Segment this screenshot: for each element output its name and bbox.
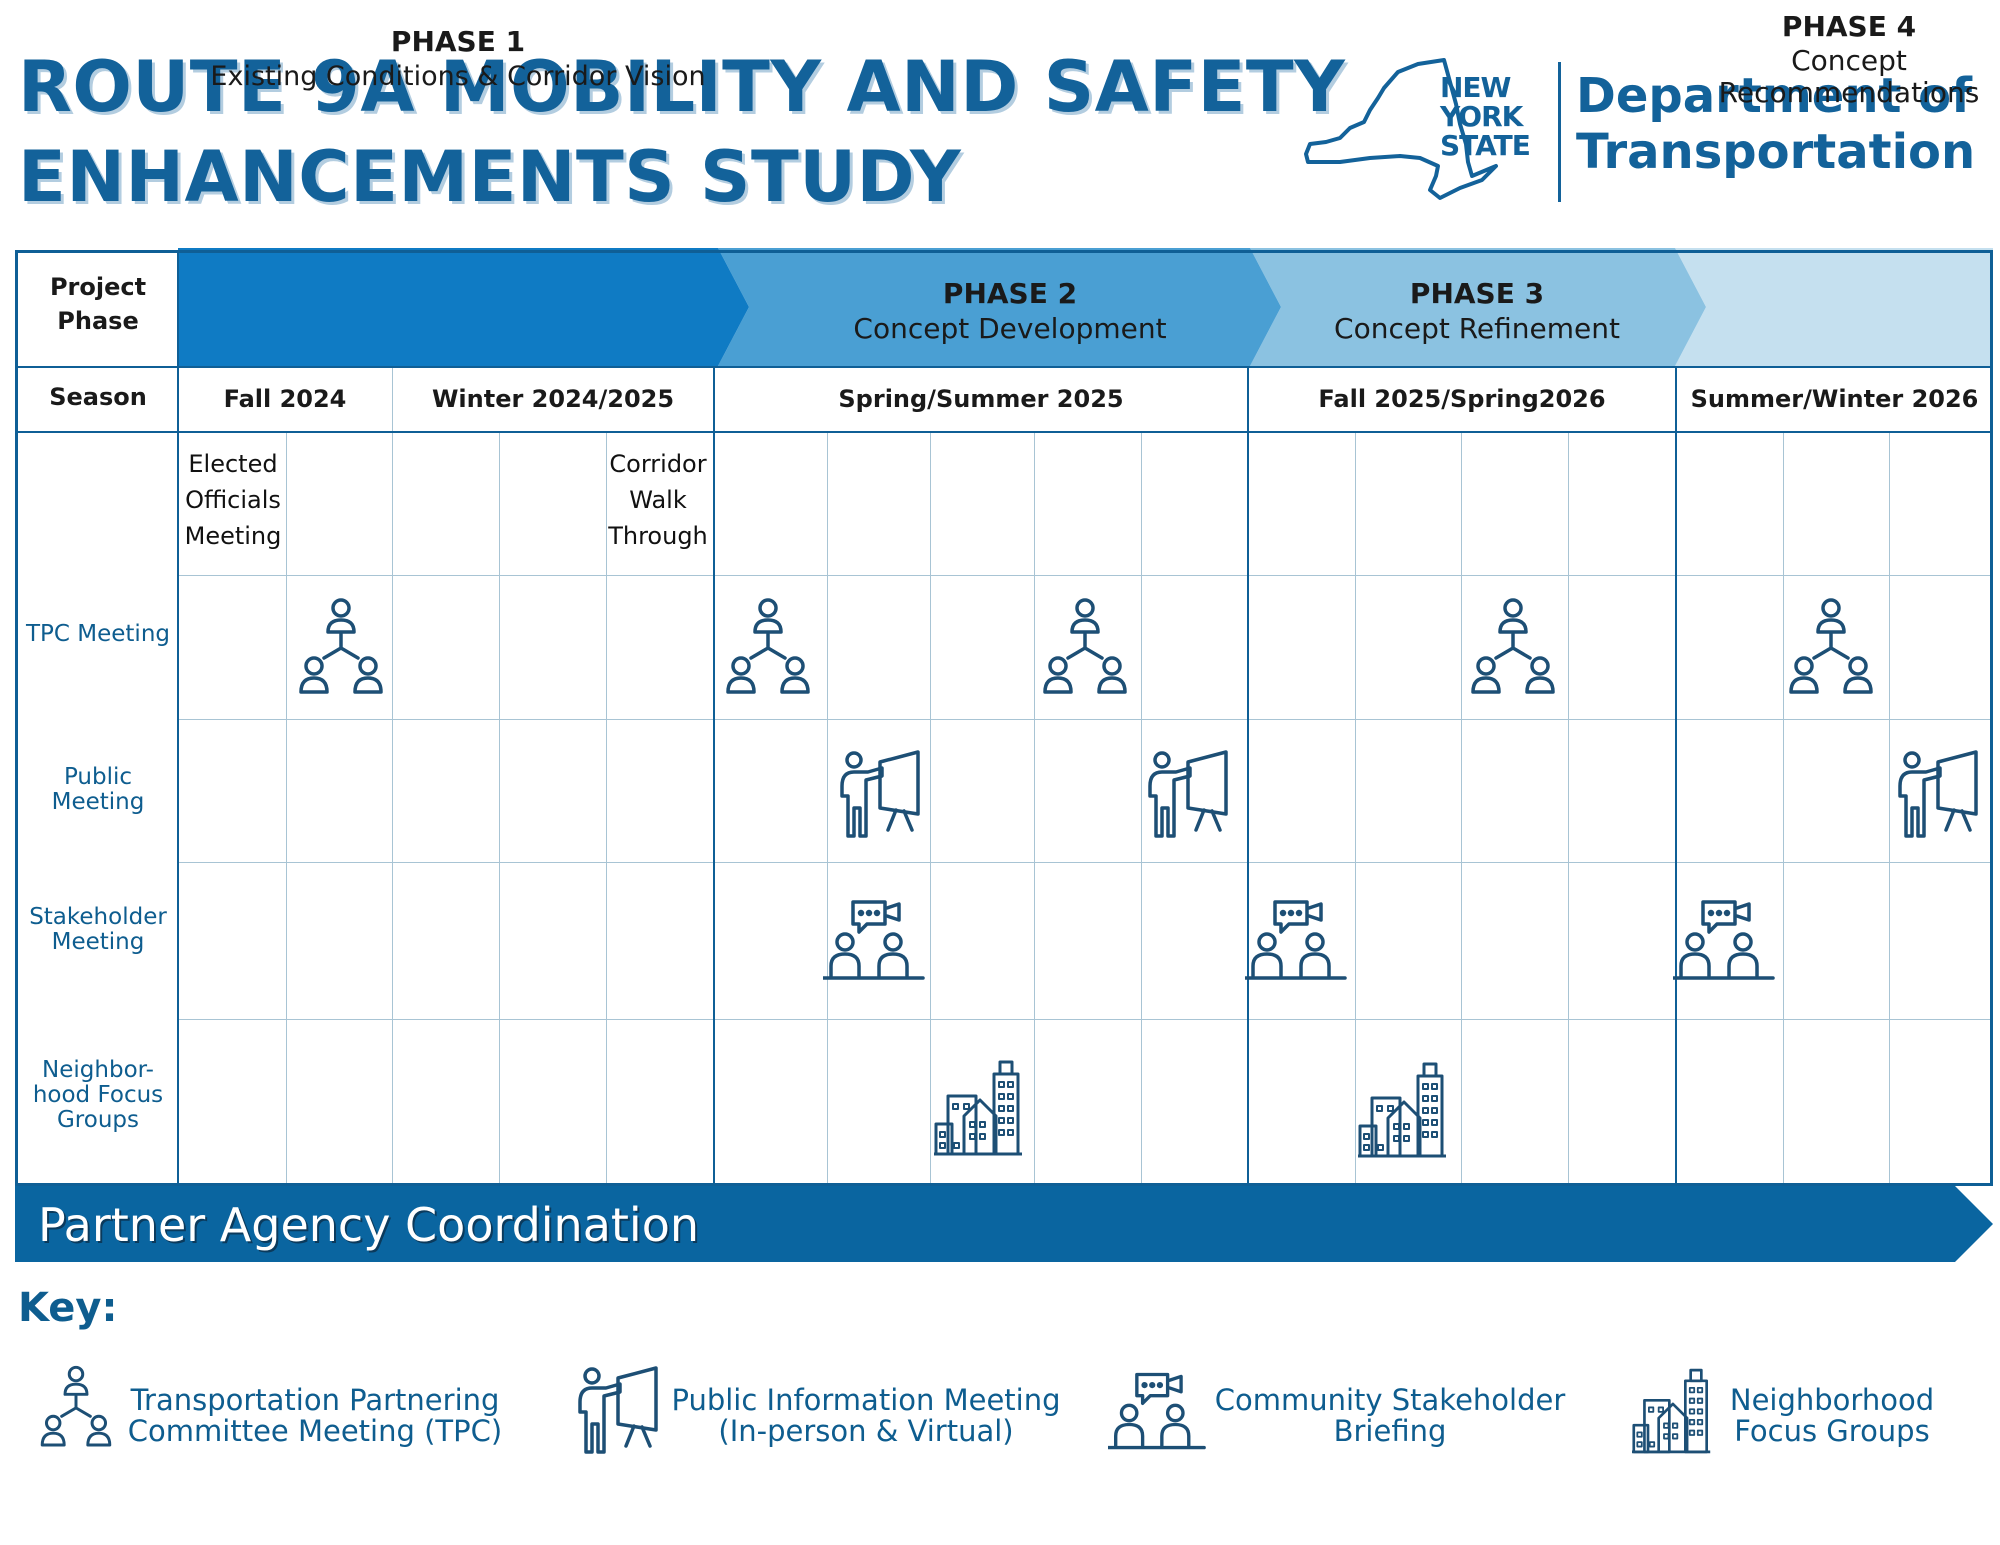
key-tpc-icon	[38, 1362, 114, 1462]
key-stakeholder-label: Community Stakeholder Briefing	[1210, 1385, 1570, 1447]
tpc-meeting-icon	[1786, 598, 1876, 696]
department-name: Department of Transportation	[1576, 68, 1975, 180]
key-stakeholder-line-2: Briefing	[1333, 1414, 1447, 1448]
key-stakeholder-icon	[1108, 1372, 1208, 1472]
phase-1-name: PHASE 1	[390, 25, 526, 58]
season-winter-2024-2025: Winter 2024/2025	[431, 385, 675, 413]
project-phase-label: Project Phase	[49, 273, 147, 335]
public-meeting-icon	[840, 750, 920, 838]
key-neighborhood-label: Neighborhood Focus Groups	[1712, 1385, 1952, 1447]
phase-2-band	[718, 248, 1281, 366]
dept-line-2: Transportation	[1576, 124, 1976, 180]
phase-3-desc: Concept Refinement	[1334, 312, 1620, 345]
note-elected-officials-meeting: Elected Officials Meeting	[184, 450, 282, 550]
nys-line-2: YORK	[1440, 100, 1523, 133]
key-tpc-line-2: Committee Meeting (TPC)	[127, 1414, 503, 1448]
row-label-tpc: TPC Meeting	[25, 621, 171, 647]
banner-label: Partner Agency Coordination	[38, 1198, 700, 1252]
public-meeting-icon	[1148, 750, 1228, 838]
season-fall-2024: Fall 2024	[223, 385, 347, 413]
key-neighborhood-icon	[1632, 1366, 1712, 1466]
key-title: Key:	[18, 1285, 118, 1331]
key-public-label: Public Information Meeting (In-person & …	[666, 1385, 1066, 1447]
key-neighborhood-line-2: Focus Groups	[1734, 1414, 1930, 1448]
phase-3-name: PHASE 3	[1409, 277, 1545, 310]
note-corridor-walk-through: Corridor Walk Through	[608, 450, 708, 550]
new-york-state-map-icon	[1304, 58, 1498, 200]
neighborhood-buildings-icon	[934, 1058, 1024, 1158]
partner-agency-banner	[15, 1186, 1993, 1262]
tpc-meeting-icon	[1468, 598, 1558, 696]
phase-2-header: PHASE 2 Concept Development	[760, 252, 1260, 370]
key-public-line-2: (In-person & Virtual)	[718, 1414, 1014, 1448]
key-public-line-1: Public Information Meeting	[671, 1383, 1061, 1417]
season-summer-winter-2026: Summer/Winter 2026	[1690, 385, 1979, 413]
tpc-meeting-icon	[296, 598, 386, 696]
phase-3-band	[1250, 248, 1706, 366]
nys-line-1: NEW	[1440, 71, 1511, 104]
phase-bands	[178, 248, 1993, 366]
stakeholder-briefing-icon	[1245, 900, 1349, 982]
row-label-public: Public Meeting	[51, 764, 145, 815]
new-york-state-text: NEW YORK STATE	[1440, 71, 1531, 162]
phase-3-header: PHASE 3 Concept Refinement	[1282, 252, 1672, 370]
phase-1-header: PHASE 1 Existing Conditions & Corridor V…	[178, 0, 738, 118]
title-line-2: ENHANCEMENTS STUDY	[18, 136, 962, 218]
season-spring-summer-2025: Spring/Summer 2025	[838, 385, 1124, 413]
phase-1-band	[178, 248, 749, 366]
schedule-table	[15, 250, 1993, 1186]
phase-4-band	[1675, 248, 1993, 366]
nysdot-logo: NEW YORK STATE Department of Transportat…	[1300, 58, 1980, 208]
phase-2-desc: Concept Development	[853, 312, 1167, 345]
tpc-meeting-icon	[723, 598, 813, 696]
stakeholder-briefing-icon	[1673, 900, 1777, 982]
row-label-neighborhood: Neighbor- hood Focus Groups	[32, 1057, 164, 1133]
stakeholder-briefing-icon	[823, 900, 927, 982]
season-fall-2025-spring-2026: Fall 2025/Spring2026	[1318, 385, 1606, 413]
logo-divider	[1558, 62, 1561, 202]
key-neighborhood-line-1: Neighborhood	[1729, 1383, 1935, 1417]
season-label: Season	[49, 383, 147, 411]
page-title: ROUTE 9A MOBILITY AND SAFETY ENHANCEMENT…	[18, 42, 1345, 222]
phase-4-desc: Concept Recommendations	[1718, 44, 1980, 109]
key-public-icon	[578, 1366, 658, 1466]
key-tpc-line-1: Transportation Partnering	[130, 1383, 500, 1417]
title-line-1: ROUTE 9A MOBILITY AND SAFETY	[18, 46, 1346, 128]
neighborhood-buildings-icon	[1358, 1060, 1448, 1160]
phase-4-header: PHASE 4 Concept Recommendations	[1706, 0, 1992, 118]
key-tpc-label: Transportation Partnering Committee Meet…	[120, 1385, 510, 1447]
dept-line-1: Department of	[1576, 68, 1973, 124]
nys-line-3: STATE	[1440, 129, 1531, 162]
public-meeting-icon	[1898, 750, 1978, 838]
tpc-meeting-icon	[1040, 598, 1130, 696]
row-label-stakeholder: Stakeholder Meeting	[29, 904, 167, 955]
phase-1-desc: Existing Conditions & Corridor Vision	[210, 61, 706, 92]
key-stakeholder-line-1: Community Stakeholder	[1214, 1383, 1566, 1417]
phase-4-name: PHASE 4	[1781, 10, 1917, 43]
phase-2-name: PHASE 2	[942, 277, 1078, 310]
